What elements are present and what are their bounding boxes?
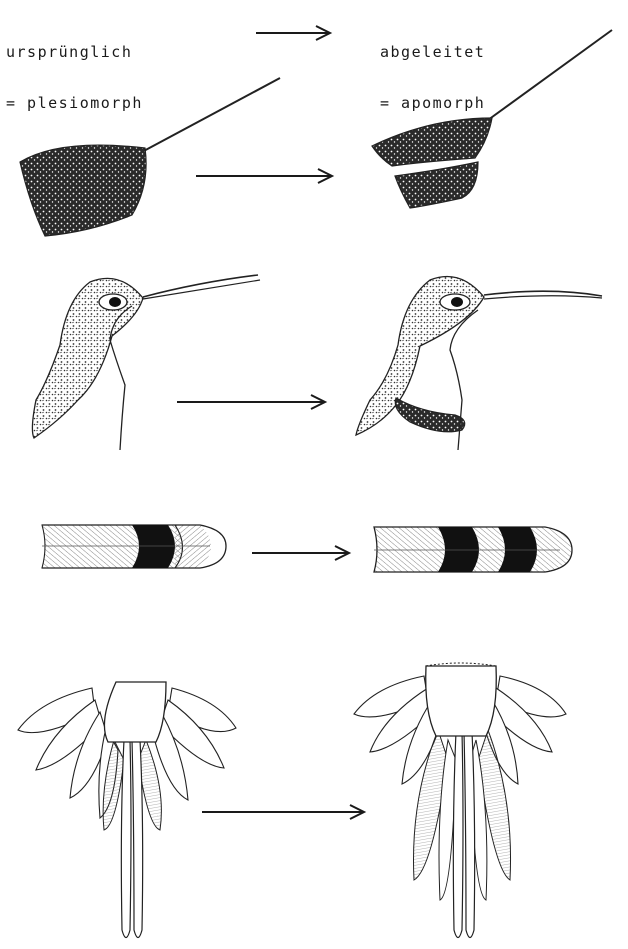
arrow-right-icon <box>177 395 325 409</box>
tail-plesiomorph <box>18 682 236 938</box>
bird-head-plesiomorph <box>32 275 260 450</box>
feather-tip-plesiomorph <box>20 78 280 236</box>
arrow-right-icon <box>202 805 364 819</box>
arrow-right-icon <box>196 169 332 183</box>
tail-feather-plesiomorph <box>42 525 226 568</box>
arrow-right-icon <box>256 26 330 40</box>
arrow-right-icon <box>252 546 349 560</box>
tail-apomorph <box>354 663 566 938</box>
feather-tip-apomorph <box>372 30 612 208</box>
tail-feather-apomorph <box>374 527 572 572</box>
bird-head-apomorph <box>356 276 602 450</box>
